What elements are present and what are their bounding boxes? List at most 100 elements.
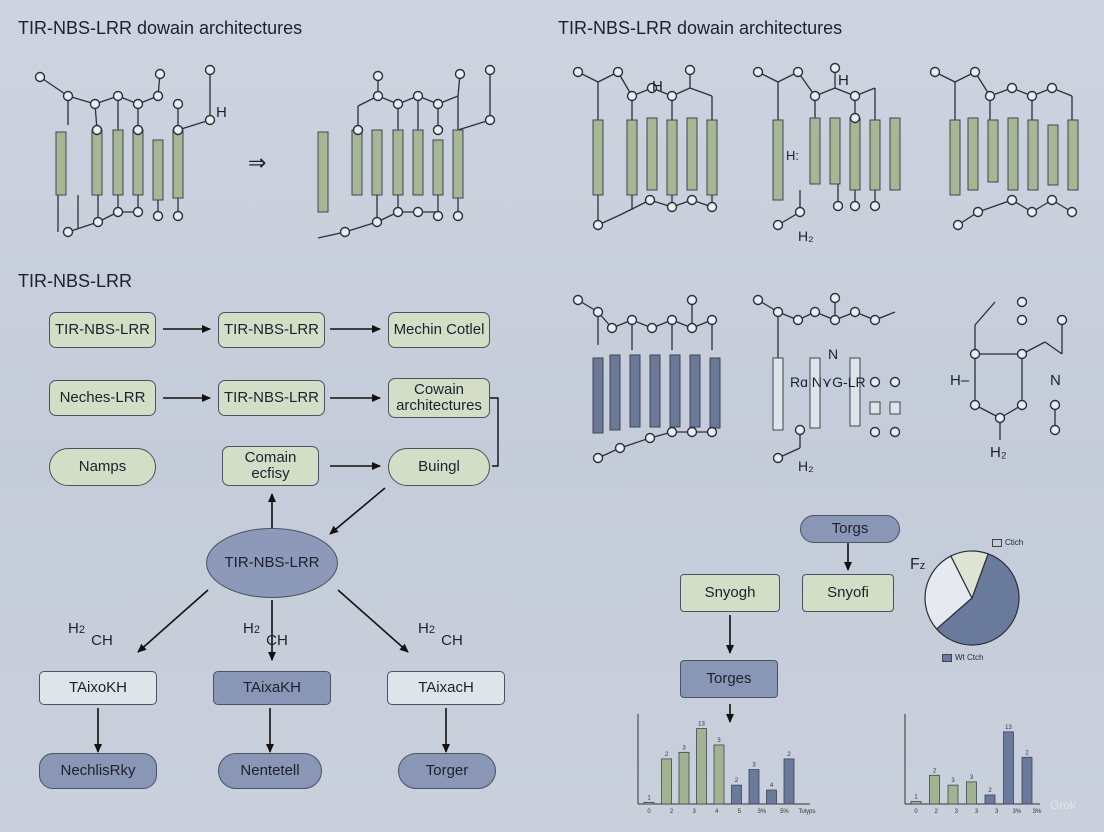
flow-box-r3c2: Comain ecfisy	[222, 446, 319, 486]
structure-h-label: H	[216, 104, 227, 121]
chem-label-3: H2 CH	[418, 620, 463, 649]
bar-data-label: 3	[717, 738, 721, 744]
pie-legend-bottom: Wt Ctch	[942, 653, 983, 662]
x-tick-label: 3	[995, 809, 999, 815]
pie-slice	[950, 550, 989, 600]
bar	[783, 758, 795, 805]
structure-h-label-3: H	[652, 78, 663, 95]
bar	[678, 751, 690, 805]
legend-swatch-icon	[942, 653, 952, 662]
structure-rn-label: Rɑ N⋎G-LR	[790, 374, 866, 390]
chem-h: H	[418, 620, 429, 637]
x-tick-label: 3	[692, 809, 696, 815]
flow-box-r1c1: TIR-NBS-LRR	[49, 312, 156, 348]
x-tick-label: 2	[670, 809, 674, 815]
chem-sub: 2	[428, 624, 435, 636]
x-tick-label: 3	[955, 809, 959, 815]
bar-data-label: 3	[682, 745, 686, 751]
chem-ch: CH	[441, 632, 463, 649]
structure-h2-label: H₂	[798, 228, 814, 244]
pie-fz-sub: z	[919, 560, 926, 572]
pie-legend-top: Ctich	[992, 538, 1023, 547]
flow-box-r1c2: TIR-NBS-LRR	[218, 312, 325, 348]
bar-data-label: 2	[933, 768, 937, 774]
pie-fz-letter: F	[910, 556, 920, 573]
chem-h: H	[68, 620, 79, 637]
structure-h-dash: H–	[950, 372, 970, 389]
flow-box-bottom-final-3: Torger	[398, 753, 496, 789]
bar	[731, 784, 742, 805]
x-tick-label: 5	[738, 809, 742, 815]
center-node: TIR-NBS-LRR	[206, 528, 338, 598]
chem-label-2: H2 CH	[243, 620, 288, 649]
bar-data-label: 1	[914, 795, 918, 801]
right-title: TIR-NBS-LRR dowain architectures	[558, 18, 843, 38]
bar-data-label: 13	[1005, 725, 1012, 731]
section-title: TIR-NBS-LRR	[18, 271, 133, 291]
bar	[748, 769, 760, 805]
x-tick-label: 3%	[1033, 809, 1042, 815]
flow-box-bottom-final-1: NechlisRky	[39, 753, 157, 789]
flow-box-r2c2: TIR-NBS-LRR	[218, 380, 325, 416]
structure-n-label: N	[828, 346, 839, 362]
bar	[1021, 756, 1033, 805]
bar	[1003, 731, 1014, 805]
bar	[947, 784, 959, 805]
chem-label-1: H2 CH	[68, 620, 113, 649]
x-tick-label: 3%	[758, 809, 767, 815]
x-tick-label: Tolyps	[798, 809, 815, 815]
bar	[910, 801, 922, 805]
bar-data-label: 13	[698, 722, 705, 728]
torgs-node: Torgs	[800, 515, 900, 543]
bar	[713, 744, 725, 805]
structure-h2-label-2: H₂	[798, 458, 814, 474]
legend-swatch-icon	[992, 538, 1002, 547]
bar-data-label: 4	[770, 783, 774, 789]
bar-data-label: 2	[787, 752, 791, 758]
flow-box-bottom-mid-2: TAixaKH	[213, 671, 331, 705]
structure-h-label-2: H	[838, 72, 849, 89]
bar-data-label: 3	[951, 778, 955, 784]
x-tick-label: 3	[975, 809, 979, 815]
bar-data-label: 2	[1025, 750, 1029, 756]
bar-data-label: 3	[970, 775, 974, 781]
watermark: Grok	[1050, 798, 1077, 812]
x-tick-label: 3%	[1012, 809, 1021, 815]
chem-h: H	[243, 620, 254, 637]
x-tick-label: 5%	[780, 809, 789, 815]
chem-sub: 2	[253, 624, 260, 636]
legend-bottom-label: Wt Ctch	[955, 653, 984, 662]
bar	[929, 774, 940, 805]
legend-top-label: Ctich	[1005, 538, 1024, 547]
flow-box-r1c3: Mechin Cotlel	[388, 312, 490, 348]
left-title: TIR-NBS-LRR dowain architectures	[18, 18, 303, 38]
flow-box-r2c1: Neches-LRR	[49, 380, 156, 416]
bar	[661, 758, 672, 805]
chem-sub: 2	[78, 624, 85, 636]
reaction-arrow-icon: ⇒	[248, 150, 267, 175]
flow-box-bottom-mid-3: TAixacH	[387, 671, 505, 705]
torges-box: Torges	[680, 660, 778, 698]
x-tick-label: 4	[715, 809, 719, 815]
snyogh-box: Snyogh	[680, 574, 780, 612]
structure-n-label-2: N	[1050, 372, 1061, 389]
bar-data-label: 2	[988, 788, 992, 794]
flow-box-r2c3: Cowain architectures	[388, 378, 490, 418]
bar	[984, 794, 996, 805]
snyofi-box: Snyofi	[802, 574, 894, 612]
bar-data-label: 2	[735, 778, 739, 784]
bar	[766, 789, 777, 805]
bar	[643, 801, 655, 805]
chem-ch: CH	[91, 632, 113, 649]
structure-h2-label-3: H₂	[990, 444, 1007, 461]
flow-box-bottom-final-2: Nentetell	[218, 753, 322, 789]
pie-fz-label: Fz	[910, 556, 925, 574]
x-tick-label: 0	[647, 809, 651, 815]
bar-data-label: 3	[752, 763, 756, 769]
bar-data-label: 2	[665, 752, 669, 758]
flow-box-bottom-mid-1: TAixoKH	[39, 671, 157, 705]
chem-ch: CH	[266, 632, 288, 649]
pie-slice	[935, 553, 1020, 646]
